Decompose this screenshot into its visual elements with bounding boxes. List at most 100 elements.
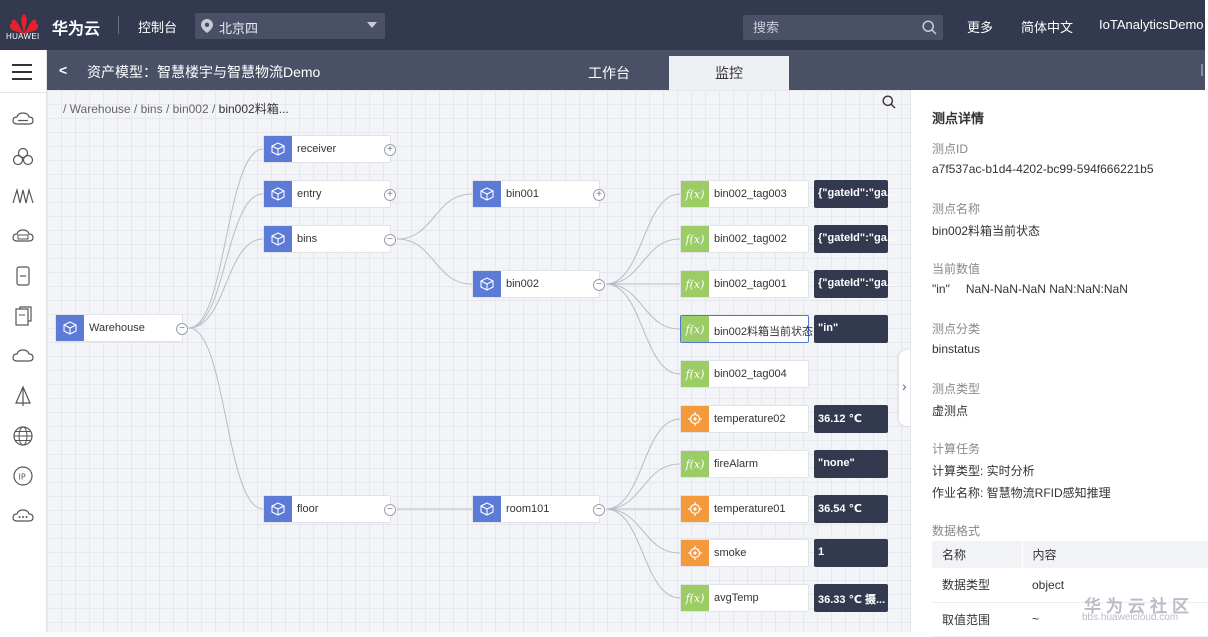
expand-toggle[interactable]: +: [593, 189, 605, 201]
edge-node-room101-point-avgtemp: [605, 508, 681, 599]
point-avgtemp[interactable]: f(x) avgTemp: [680, 584, 809, 612]
collapse-toggle[interactable]: −: [384, 504, 396, 516]
point-value: 36.12 ℃: [814, 405, 888, 433]
node-label: bin002: [506, 278, 540, 290]
node-label: bin001: [506, 188, 540, 200]
point-firealarm[interactable]: f(x) fireAlarm: [680, 450, 809, 478]
point-bin002-tag004[interactable]: f(x) bin002_tag004: [680, 360, 809, 388]
asset-cube-icon: [264, 496, 292, 522]
point-value: 1: [814, 539, 888, 567]
node-label: bin002料箱当前状态...: [714, 326, 823, 338]
collapse-toggle[interactable]: −: [593, 504, 605, 516]
asset-cube-icon: [56, 315, 84, 341]
node-entry[interactable]: entry +: [263, 180, 396, 208]
cloud-device-icon[interactable]: [12, 225, 34, 247]
chevron-right-icon: ›: [902, 378, 907, 394]
file-icon[interactable]: [12, 305, 34, 327]
cloud-icon[interactable]: [12, 108, 34, 130]
cloud-more-icon[interactable]: [12, 505, 34, 527]
node-label: floor: [297, 503, 319, 515]
point-temperature01[interactable]: temperature01: [680, 495, 809, 523]
region-select[interactable]: 北京四: [195, 13, 385, 39]
console-link[interactable]: 控制台: [138, 20, 178, 35]
field-label: 测点ID: [932, 142, 969, 156]
cloud-upload-icon[interactable]: [12, 345, 34, 367]
function-icon: f(x): [681, 361, 709, 387]
node-label: Warehouse: [89, 322, 145, 334]
brand-name[interactable]: 华为云: [52, 21, 101, 38]
node-label: temperature02: [714, 413, 786, 425]
breadcrumb-path[interactable]: / Warehouse / bins / bin002 /: [63, 102, 219, 116]
node-bin001[interactable]: bin001 +: [472, 180, 605, 208]
asset-cube-icon: [473, 496, 501, 522]
expand-toggle[interactable]: +: [384, 189, 396, 201]
language-switch[interactable]: 简体中文: [1021, 20, 1074, 35]
node-label: receiver: [297, 143, 337, 155]
node-warehouse[interactable]: Warehouse −: [55, 314, 188, 342]
node-label: smoke: [714, 547, 747, 559]
tree-icon[interactable]: [12, 385, 34, 407]
point-temperature02[interactable]: temperature02: [680, 405, 809, 433]
search-input[interactable]: [743, 15, 918, 40]
data-format-table: 名称 内容 数据类型 object 取值范围 ~: [932, 541, 1208, 637]
expand-toggle[interactable]: +: [384, 144, 396, 156]
node-label: fireAlarm: [714, 458, 759, 470]
tab-workbench[interactable]: 工作台: [588, 65, 630, 81]
tab-monitor[interactable]: 监控: [669, 56, 789, 90]
cloud-stack-icon[interactable]: [12, 146, 34, 168]
panel-collapse-handle[interactable]: ›: [899, 350, 913, 426]
task-calc-type: 计算类型: 实时分析: [932, 464, 1035, 478]
top-bar: HUAWEI 华为云 控制台 北京四 更多 简体中文 IoTAnalyticsD…: [0, 0, 1205, 50]
function-icon: f(x): [681, 271, 709, 297]
edge-node-room101-point-temperature02: [605, 418, 681, 510]
node-label: avgTemp: [714, 592, 759, 604]
search-icon[interactable]: [882, 95, 896, 109]
field-label: 测点分类: [932, 322, 981, 336]
point-value: 36.33 ℃ 摄...: [814, 584, 888, 612]
field-label: 计算任务: [932, 442, 981, 456]
point-bin002-tag001[interactable]: f(x) bin002_tag001: [680, 270, 809, 298]
collapse-toggle[interactable]: −: [593, 279, 605, 291]
asset-cube-icon: [264, 226, 292, 252]
point-bin002-tag002[interactable]: f(x) bin002_tag002: [680, 225, 809, 253]
divider: [118, 16, 119, 34]
edge-node-warehouse-node-receiver: [188, 148, 264, 329]
document-icon[interactable]: [12, 265, 34, 287]
chevron-down-icon: [367, 22, 377, 28]
sensor-target-icon: [681, 540, 709, 566]
collapse-toggle[interactable]: −: [176, 323, 188, 335]
field-label: 测点名称: [932, 202, 981, 216]
current-value: "in"NaN-NaN-NaN NaN:NaN:NaN: [932, 282, 1128, 296]
user-menu[interactable]: IoTAnalyticsDemo: [1099, 17, 1204, 32]
point-smoke[interactable]: smoke: [680, 539, 809, 567]
point-bin002-tag003[interactable]: f(x) bin002_tag003: [680, 180, 809, 208]
node-room101[interactable]: room101 −: [472, 495, 605, 523]
region-label: 北京四: [219, 21, 259, 36]
asset-graph-canvas[interactable]: / Warehouse / bins / bin002 / bin002料箱..…: [47, 90, 910, 632]
function-icon: f(x): [681, 316, 709, 342]
collapse-toggle[interactable]: −: [384, 234, 396, 246]
breadcrumb: / Warehouse / bins / bin002 / bin002料箱..…: [63, 100, 289, 117]
edge-node-warehouse-node-entry: [188, 193, 264, 329]
node-receiver[interactable]: receiver +: [263, 135, 396, 163]
function-icon: f(x): [681, 585, 709, 611]
huawei-logo[interactable]: [8, 7, 40, 43]
point-value: {"gateId":"ga...: [814, 180, 896, 208]
table-cell: 数据类型: [932, 568, 1022, 603]
current-value-time: NaN-NaN-NaN NaN:NaN:NaN: [965, 282, 1128, 296]
back-icon[interactable]: <: [59, 62, 68, 78]
globe-icon[interactable]: [12, 425, 34, 447]
location-pin-icon: [201, 19, 213, 33]
node-bin002[interactable]: bin002 −: [472, 270, 605, 298]
ip-icon[interactable]: IP: [12, 465, 34, 487]
edge-node-room101-point-firealarm: [605, 463, 681, 510]
more-menu[interactable]: 更多: [967, 20, 994, 35]
wave-icon[interactable]: [12, 185, 34, 207]
asset-cube-icon: [473, 271, 501, 297]
field-label: 当前数值: [932, 262, 981, 276]
hamburger-menu-icon[interactable]: [12, 64, 32, 80]
node-floor[interactable]: floor −: [263, 495, 396, 523]
search-icon[interactable]: [922, 20, 937, 35]
node-bins[interactable]: bins −: [263, 225, 396, 253]
point-bin002-status[interactable]: f(x) bin002料箱当前状态...: [680, 315, 823, 343]
